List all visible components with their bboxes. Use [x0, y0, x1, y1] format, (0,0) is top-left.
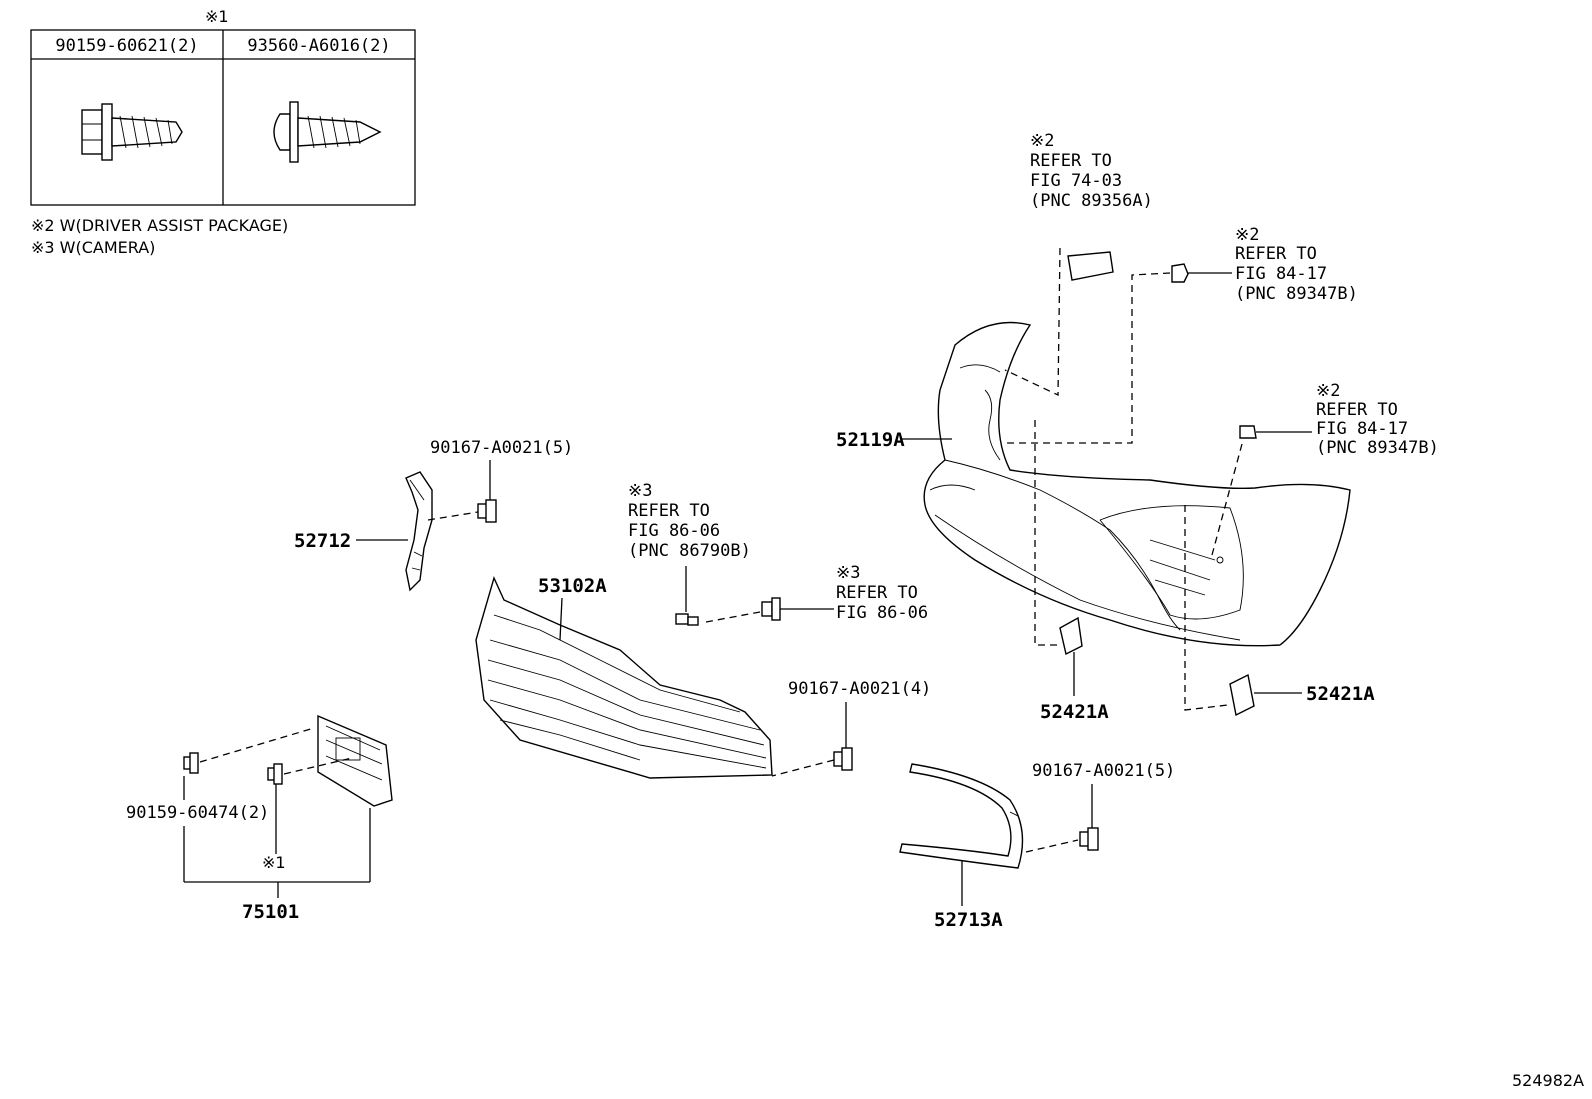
ref2-line1: REFER TO	[1235, 244, 1317, 264]
label-bolt-2[interactable]: 90167-A0021(4)	[788, 679, 931, 699]
ref3-line2[interactable]: FIG 84-17	[1316, 419, 1408, 439]
tapping-screw-icon	[273, 101, 382, 163]
bumper-cover-part[interactable]	[923, 321, 1351, 647]
ref3-line3[interactable]: (PNC 89347B)	[1316, 438, 1439, 458]
label-53102A[interactable]: 53102A	[538, 575, 607, 597]
ref4-line3[interactable]: (PNC 86790B)	[628, 541, 751, 561]
ref-fig-84-17-upper: ※2 REFER TO FIG 84-17 (PNC 89347B)	[1005, 225, 1358, 444]
label-75101[interactable]: 75101	[242, 901, 299, 923]
ref3-line1: REFER TO	[1316, 400, 1398, 420]
ref4-line1: REFER TO	[628, 501, 710, 521]
bolt-icon-1	[477, 499, 497, 523]
ref2-line3[interactable]: (PNC 89347B)	[1235, 284, 1358, 304]
legend-col2-partno[interactable]: 93560-A6016(2)	[247, 36, 390, 56]
sensor-clip-icon	[1171, 263, 1189, 283]
ref2-mark: ※2	[1235, 225, 1259, 245]
hex-bolt-icon	[81, 103, 183, 161]
note-driver-assist: ※2 W(DRIVER ASSIST PACKAGE)	[31, 216, 288, 235]
bolt-icon-3	[1079, 827, 1099, 851]
label-bolt-1[interactable]: 90167-A0021(5)	[430, 438, 573, 458]
ref-fig-86-06-camera: ※3 REFER TO FIG 86-06 (PNC 86790B)	[628, 481, 751, 626]
ref4-mark: ※3	[628, 481, 652, 501]
camera-bracket-icon	[675, 613, 699, 626]
label-mark-1: ※1	[262, 853, 286, 872]
bumper-seal-left[interactable]	[1059, 616, 1083, 656]
fastener-legend-table: ※1 90159-60621(2) 93560-A6016(2) ※2 W(DR…	[30, 7, 416, 257]
label-bolt-3[interactable]: 90167-A0021(5)	[1032, 761, 1175, 781]
label-52119A[interactable]: 52119A	[836, 429, 905, 451]
sensor-clip-icon-2	[1239, 425, 1257, 439]
label-52713A[interactable]: 52713A	[934, 909, 1003, 931]
ref1-line2[interactable]: FIG 74-03	[1030, 171, 1122, 191]
ref1-mark: ※2	[1030, 131, 1054, 151]
ref5-line1: REFER TO	[836, 583, 918, 603]
ref1-line1: REFER TO	[1030, 151, 1112, 171]
screw-icon-plate-1	[183, 752, 199, 774]
label-52421A-right[interactable]: 52421A	[1306, 683, 1375, 705]
legend-col1-partno[interactable]: 90159-60621(2)	[55, 36, 198, 56]
ref5-line2[interactable]: FIG 86-06	[836, 603, 928, 623]
ref-fig-84-17-right: ※2 REFER TO FIG 84-17 (PNC 89347B)	[1211, 381, 1439, 556]
license-plate-bracket[interactable]	[317, 714, 393, 807]
fog-trim-52713A[interactable]	[899, 763, 1024, 869]
bumper-seal-right[interactable]	[1229, 673, 1255, 717]
label-52421A-left[interactable]: 52421A	[1040, 701, 1109, 723]
label-bolt-4[interactable]: 90159-60474(2)	[126, 803, 269, 823]
bolt-icon-2	[833, 747, 853, 771]
legend-table-marker: ※1	[205, 7, 229, 26]
ref-fig-74-03: ※2 REFER TO FIG 74-03 (PNC 89356A)	[1004, 131, 1153, 397]
figure-id: 524982A	[1512, 1071, 1584, 1090]
ref4-line2[interactable]: FIG 86-06	[628, 521, 720, 541]
note-camera: ※3 W(CAMERA)	[31, 238, 155, 257]
grille-53102A[interactable]	[475, 575, 773, 779]
side-trim-52712[interactable]	[405, 471, 433, 592]
screw-icon-camera	[761, 597, 781, 621]
screw-icon-plate-2	[267, 763, 283, 785]
ref-fig-86-06-screw: ※3 REFER TO FIG 86-06	[836, 563, 928, 623]
sensor-cover-icon	[1067, 251, 1114, 281]
ref1-line3[interactable]: (PNC 89356A)	[1030, 191, 1153, 211]
label-52712[interactable]: 52712	[294, 530, 351, 552]
ref3-mark: ※2	[1316, 381, 1340, 401]
ref2-line2[interactable]: FIG 84-17	[1235, 264, 1327, 284]
ref5-mark: ※3	[836, 563, 860, 583]
